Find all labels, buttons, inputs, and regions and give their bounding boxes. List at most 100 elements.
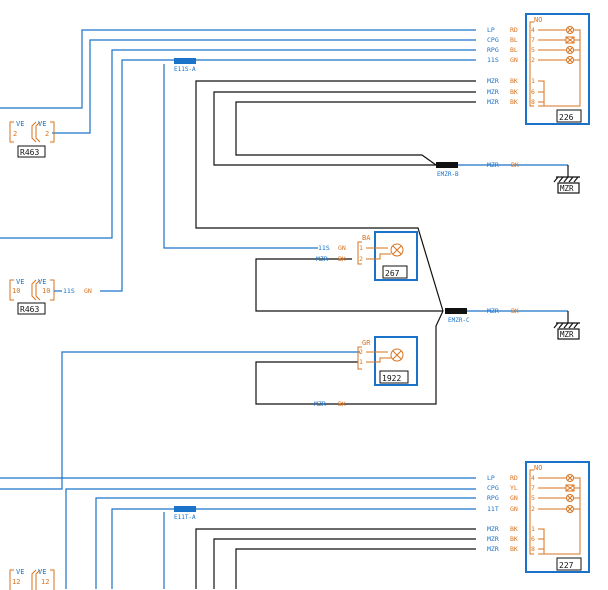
wire-rpg-top bbox=[0, 49, 476, 239]
lamp1922-wire-color: BK bbox=[338, 400, 346, 408]
c226-row6-color: BK bbox=[510, 98, 518, 106]
c226-row1-signal: CPG bbox=[487, 36, 499, 44]
splice-emzr-b-label: EMZR-B bbox=[437, 171, 459, 178]
r463b-right-ve: VE bbox=[38, 278, 46, 286]
c226-row2-pin: 5 bbox=[531, 46, 535, 54]
ground-c-wire-color: BK bbox=[511, 307, 519, 315]
c226-row6-signal: MZR bbox=[487, 98, 499, 106]
wire-mzr-1-bottom bbox=[195, 528, 476, 589]
c226-row1-color: BL bbox=[510, 36, 518, 44]
r463a-left-ve: VE bbox=[16, 120, 24, 128]
c227-row5-signal: MZR bbox=[487, 535, 499, 543]
c226-row5-color: BK bbox=[510, 88, 518, 96]
rbottom-left-ve: VE bbox=[16, 568, 24, 576]
splice-emzr-c-block bbox=[445, 308, 467, 314]
lamp-1922-bulb-icon bbox=[390, 348, 404, 362]
splice-e11t-label: E11T-A bbox=[174, 514, 196, 521]
c226-row2-color: BL bbox=[510, 46, 518, 54]
c226-row0-color: RD bbox=[510, 26, 518, 34]
connector-227-ref: 227 bbox=[559, 561, 574, 570]
wire-lamp267-mzr bbox=[255, 258, 443, 312]
c227-row4-pin: 1 bbox=[531, 525, 535, 533]
c227-row0-color: RD bbox=[510, 474, 518, 482]
black-wires-top bbox=[195, 80, 569, 405]
wire-rpg-bottom bbox=[95, 497, 476, 589]
splice-emzr-c-label: EMZR-C bbox=[448, 317, 470, 324]
c227-row5-color: BK bbox=[510, 535, 518, 543]
c227-row2-signal: RPG bbox=[487, 494, 499, 502]
lamp267-row0-color: GN bbox=[338, 244, 346, 252]
c227-row3-pin: 2 bbox=[531, 505, 535, 513]
c226-row1-pin: 7 bbox=[531, 36, 535, 44]
c227-row6-pin: 8 bbox=[531, 545, 535, 553]
c227-row6-signal: MZR bbox=[487, 545, 499, 553]
ground-b-wire-signal: MZR bbox=[487, 161, 499, 169]
c226-row3-signal: 11S bbox=[487, 56, 499, 64]
c227-row1-color: YL bbox=[510, 484, 518, 492]
connector-227: 227 NO LP RD 4 CPG YL 7 RPG GN 5 11T GN … bbox=[487, 461, 590, 573]
c226-row5-pin: 6 bbox=[531, 88, 535, 96]
lamp-267-ref: 267 bbox=[385, 269, 400, 278]
r463b-left-ve: VE bbox=[16, 278, 24, 286]
c226-row0-pin: 4 bbox=[531, 26, 535, 34]
connector-226-ref: 226 bbox=[559, 113, 574, 122]
r463b-ref: R463 bbox=[20, 305, 39, 314]
r463a-left-pin: 2 bbox=[13, 130, 17, 138]
splice-e11t-block bbox=[174, 506, 196, 512]
connector-226: 226 NO LP RD 4 CPG BL 7 RPG BL 5 11S GN bbox=[487, 13, 590, 125]
lamp-267: BA 267 11S GN 1 MZR BK 2 bbox=[316, 231, 418, 281]
rbottom-right-ve: VE bbox=[38, 568, 46, 576]
lamp-1922: GR 1922 2 1 MZR BK bbox=[314, 336, 418, 408]
r463b-left-pin: 10 bbox=[12, 287, 20, 295]
wire-cpg-top bbox=[52, 39, 476, 134]
r463a-ref: R463 bbox=[20, 148, 39, 157]
c226-row6-pin: 8 bbox=[531, 98, 535, 106]
c227-row2-color: GN bbox=[510, 494, 518, 502]
lamp267-row1-pin: 2 bbox=[359, 255, 363, 263]
wire-11s-top bbox=[100, 59, 476, 292]
rbottom-right-pin: 12 bbox=[41, 578, 49, 586]
c227-row1-signal: CPG bbox=[487, 484, 499, 492]
c227-row0-pin: 4 bbox=[531, 474, 535, 482]
r463a-right-ve: VE bbox=[38, 120, 46, 128]
wire-lp-top bbox=[0, 29, 476, 109]
ground-c-wire-signal: MZR bbox=[487, 307, 499, 315]
c226-row4-signal: MZR bbox=[487, 77, 499, 85]
c226-row4-color: BK bbox=[510, 77, 518, 85]
blue-wires-top bbox=[0, 29, 568, 490]
wire-mzr-8-bottom bbox=[235, 548, 476, 589]
ground-b-wire-color: BK bbox=[511, 161, 519, 169]
c227-row2-pin: 5 bbox=[531, 494, 535, 502]
lamp-1922-box-label: GR bbox=[362, 339, 371, 347]
c227-row3-color: GN bbox=[510, 505, 518, 513]
ground-c-label: MZR bbox=[560, 330, 574, 339]
c226-row3-pin: 2 bbox=[531, 56, 535, 64]
lamp1922-wire-signal: MZR bbox=[314, 400, 326, 408]
c227-row4-signal: MZR bbox=[487, 525, 499, 533]
ground-symbol-c bbox=[553, 322, 580, 340]
splice-emzr-b-block bbox=[436, 162, 458, 168]
wire-mzr-6-top bbox=[213, 91, 476, 166]
c227-row0-signal: LP bbox=[487, 474, 495, 482]
c227-row1-pin: 7 bbox=[531, 484, 535, 492]
c226-row5-signal: MZR bbox=[487, 88, 499, 96]
lamp267-row1-signal: MZR bbox=[316, 255, 328, 263]
lamp267-row0-signal: 11S bbox=[318, 244, 330, 252]
ground-symbol-b bbox=[553, 176, 580, 194]
wire-mzr-8-top bbox=[235, 101, 476, 166]
black-wires-bottom bbox=[195, 528, 476, 589]
lamp1922-pin0: 2 bbox=[359, 348, 363, 356]
r463b-wire-color: GN bbox=[84, 287, 92, 295]
wire-cpg-bottom bbox=[65, 488, 476, 589]
connector-226-box-label: NO bbox=[534, 16, 542, 24]
rbottom-left-pin: 12 bbox=[12, 578, 20, 586]
c227-row6-color: BK bbox=[510, 545, 518, 553]
wire-11s-lamp bbox=[163, 64, 318, 249]
lamp1922-pin1: 1 bbox=[359, 358, 363, 366]
r463-connector-b: VE VE 10 10 R463 11S GN bbox=[9, 278, 92, 315]
wire-mzr-6-bottom bbox=[213, 538, 476, 589]
connector-227-box-label: NO bbox=[534, 464, 542, 472]
wire-lamp1922-loop bbox=[255, 310, 444, 405]
lamp-1922-ref: 1922 bbox=[382, 374, 401, 383]
